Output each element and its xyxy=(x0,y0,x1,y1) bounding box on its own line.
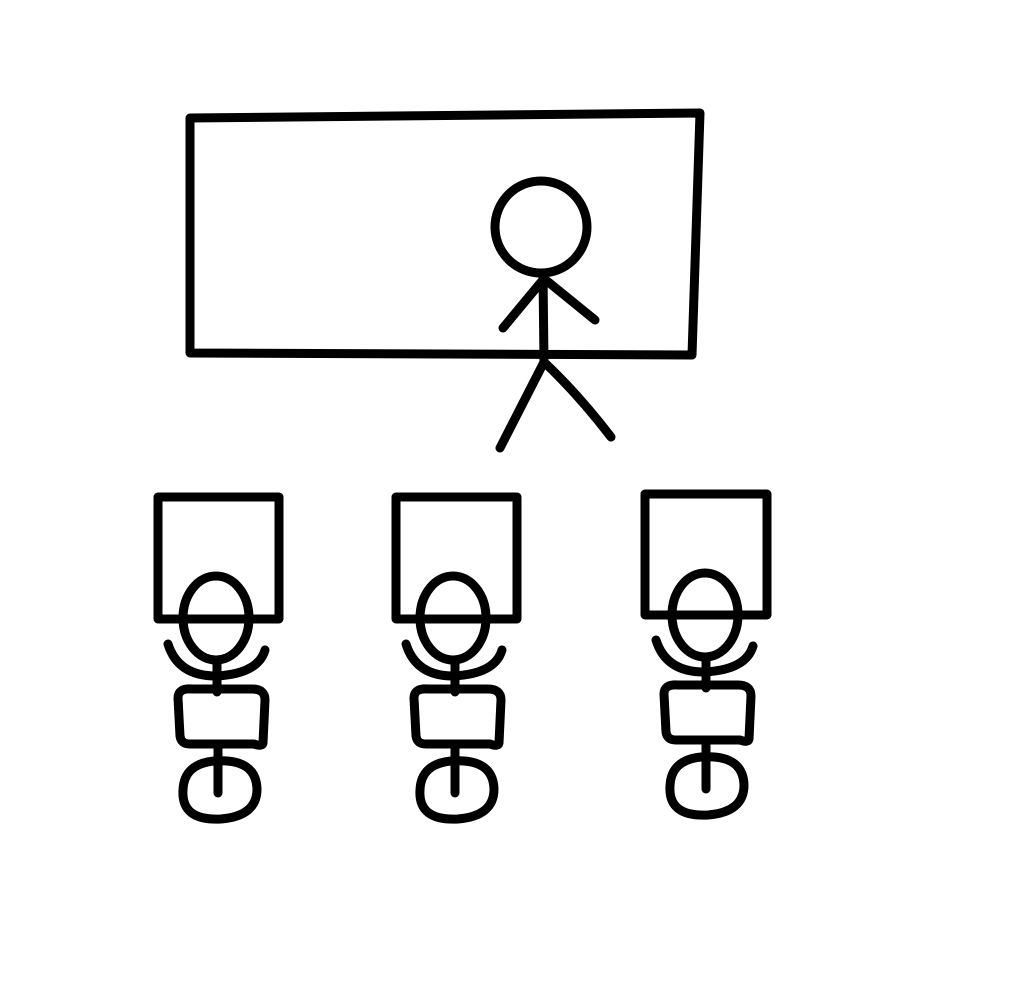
teacher-body xyxy=(538,270,549,367)
desk-1 xyxy=(153,492,284,624)
teacher-figure xyxy=(490,176,616,453)
student-1 xyxy=(153,492,284,824)
student-3 xyxy=(640,489,772,820)
teacher-head xyxy=(490,176,592,278)
desk-2 xyxy=(391,492,522,624)
teacher-left-arm xyxy=(498,276,547,333)
chair-1 xyxy=(173,684,270,750)
chair-2 xyxy=(409,684,506,750)
chair-2-base xyxy=(415,756,499,824)
chair-3 xyxy=(659,680,756,746)
student-2 xyxy=(391,492,522,824)
chair-3-base xyxy=(665,752,749,820)
teacher-right-leg xyxy=(539,357,616,442)
desk-3 xyxy=(640,489,772,620)
chair-1-base xyxy=(178,756,262,824)
board xyxy=(185,108,705,360)
teacher-left-leg xyxy=(495,357,549,453)
teacher-right-arm xyxy=(542,276,600,325)
